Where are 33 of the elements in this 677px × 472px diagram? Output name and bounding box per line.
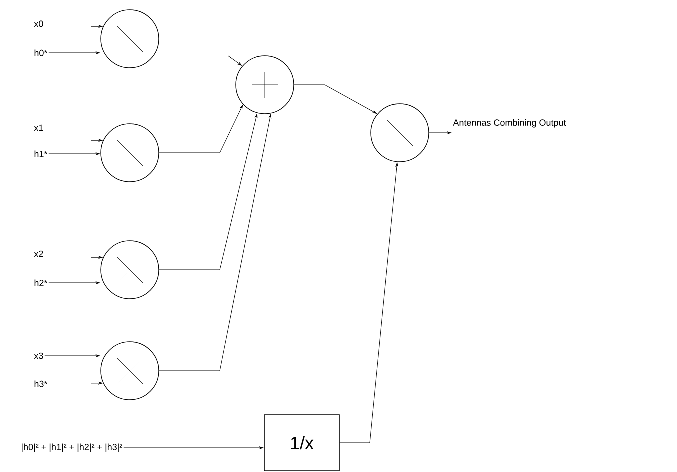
multiplier-circle: [100, 240, 160, 300]
arrow: [91, 382, 103, 385]
multiplier-circle: [100, 10, 160, 68]
signal-label: Antennas Combining Output: [453, 119, 566, 128]
multiplier-circle: [370, 104, 430, 162]
signal-label: x3: [34, 352, 44, 360]
arrow: [429, 132, 452, 134]
arrow: [159, 114, 258, 270]
arrow: [44, 354, 100, 358]
signal-label: h1*: [34, 150, 48, 158]
arrow: [48, 52, 100, 54]
arrow: [228, 56, 242, 66]
arrow: [91, 25, 103, 28]
arrow: [91, 256, 103, 259]
signal-label: x0: [34, 20, 44, 28]
multiplier-circle: [100, 342, 160, 400]
signal-label: x1: [34, 124, 44, 132]
arrow: [340, 162, 398, 444]
arrow: [48, 282, 100, 284]
signal-label: |h0|² + |h1|² + |h2|² + |h3|²: [22, 444, 123, 452]
adder-circle: [236, 56, 294, 114]
signal-label: h2*: [34, 280, 48, 286]
signal-label: x2: [34, 250, 44, 258]
arrow: [48, 152, 100, 156]
process-box: 1/x: [264, 414, 340, 472]
arrow: [124, 446, 264, 450]
signal-label: h3*: [34, 380, 48, 388]
arrow: [159, 114, 272, 372]
arrow: [159, 105, 244, 154]
arrow: [91, 139, 103, 142]
signal-label: h0*: [34, 50, 48, 56]
arrow: [294, 84, 378, 114]
multiplier-circle: [100, 124, 160, 182]
